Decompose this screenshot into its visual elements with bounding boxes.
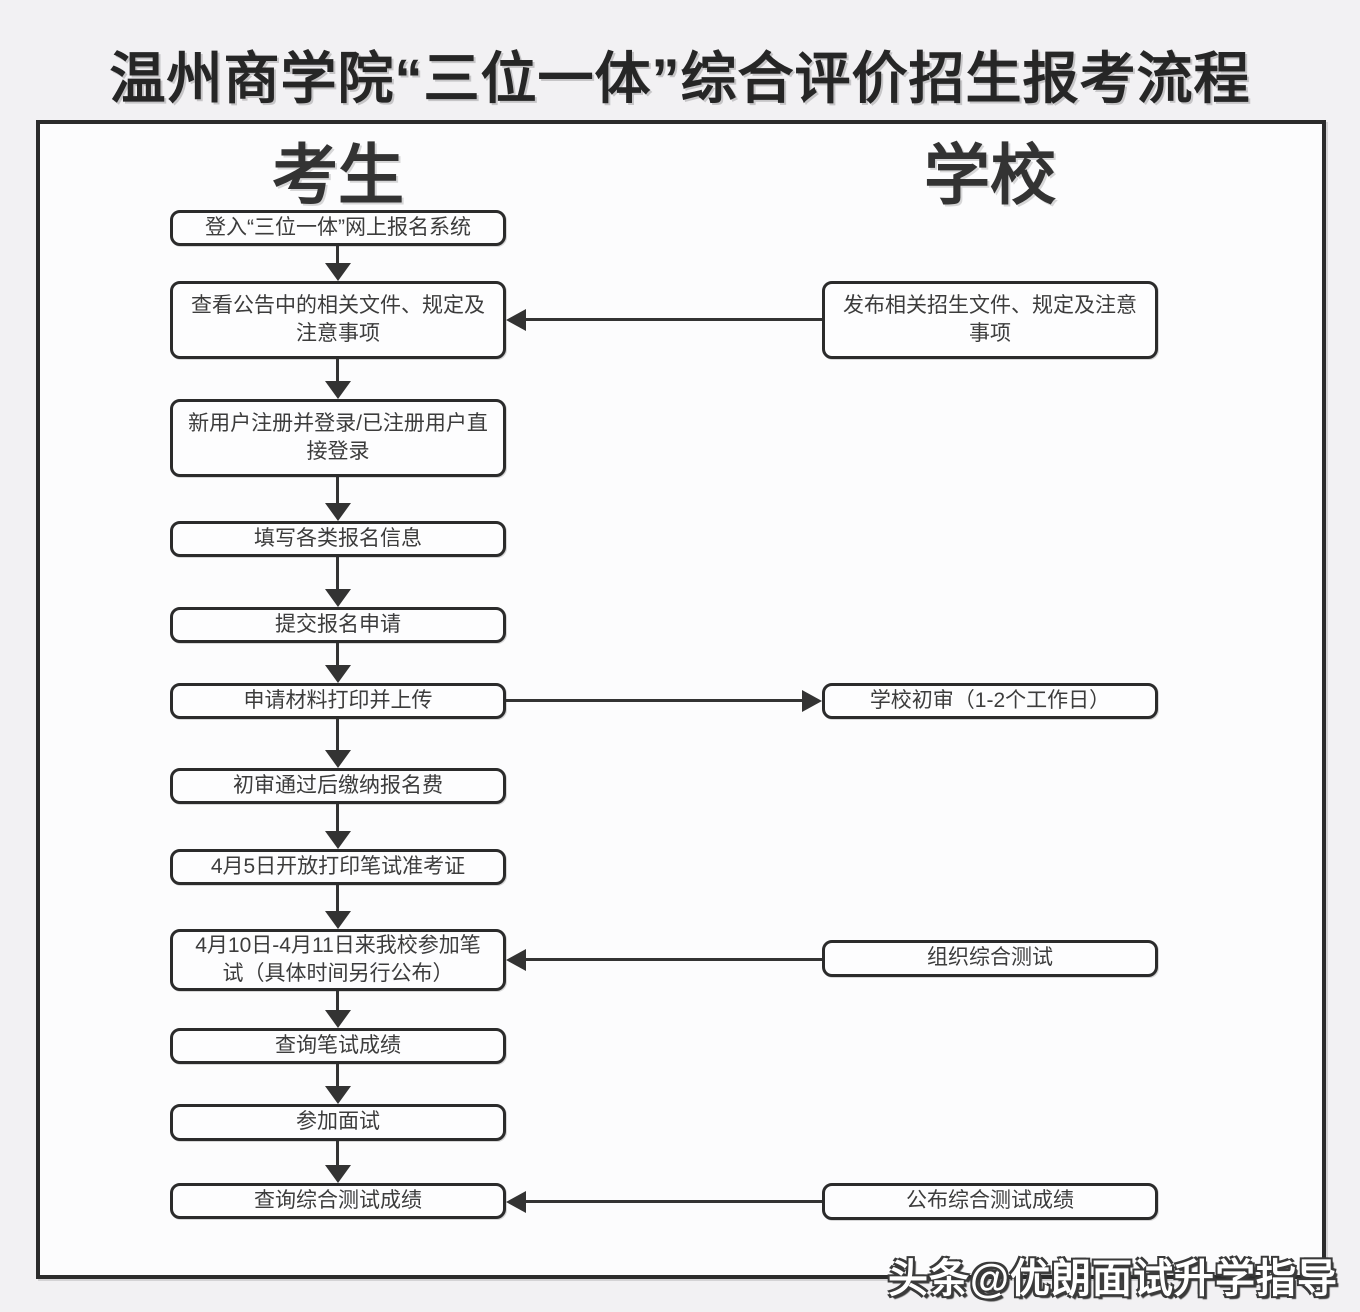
candidate-step-print-admission-ticket: 4月5日开放打印笔试准考证 [170, 849, 506, 885]
school-step-publish-documents: 发布相关招生文件、规定及注意事项 [822, 281, 1158, 359]
column-header-school: 学校 [924, 138, 1056, 212]
arrowhead-left-icon [506, 1190, 526, 1213]
arrowhead-down-icon [324, 750, 351, 768]
candidate-step-check-comprehensive-score: 查询综合测试成绩 [170, 1183, 506, 1219]
arrow-down-icon-5 [324, 643, 351, 683]
candidate-step-fill-info: 填写各类报名信息 [170, 521, 506, 557]
arrow-down-icon-11 [324, 1141, 351, 1183]
arrow-down-icon-3 [324, 477, 351, 521]
arrow-down-icon-2 [324, 359, 351, 399]
arrow-down-icon-4 [324, 557, 351, 607]
arrow-right-icon-upload-to-review [506, 689, 822, 712]
arrowhead-down-icon [324, 381, 351, 399]
arrowhead-left-icon [506, 948, 526, 971]
arrowhead-down-icon [324, 263, 351, 281]
arrowhead-left-icon [506, 308, 526, 331]
arrow-down-icon-10 [324, 1064, 351, 1104]
arrow-left-icon-test-to-attend [506, 948, 822, 971]
candidate-step-login-system: 登入“三位一体”网上报名系统 [170, 210, 506, 246]
arrow-left-icon-publish-to-view [506, 308, 822, 331]
candidate-step-written-test: 4月10日-4月11日来我校参加笔试（具体时间另行公布） [170, 929, 506, 991]
arrow-down-icon-9 [324, 991, 351, 1028]
arrowhead-down-icon [324, 589, 351, 607]
candidate-step-view-announcement: 查看公告中的相关文件、规定及注意事项 [170, 281, 506, 359]
arrowhead-right-icon [802, 689, 822, 712]
candidate-step-register-login: 新用户注册并登录/已注册用户直接登录 [170, 399, 506, 477]
candidate-step-interview: 参加面试 [170, 1104, 506, 1141]
arrowhead-down-icon [324, 1165, 351, 1183]
arrowhead-down-icon [324, 1010, 351, 1028]
candidate-step-submit-application: 提交报名申请 [170, 607, 506, 643]
candidate-step-print-upload-materials: 申请材料打印并上传 [170, 683, 506, 719]
arrowhead-down-icon [324, 1086, 351, 1104]
school-step-organize-test: 组织综合测试 [822, 940, 1158, 977]
arrow-down-icon-8 [324, 885, 351, 929]
candidate-step-pay-fee: 初审通过后缴纳报名费 [170, 768, 506, 804]
arrow-down-icon-1 [324, 246, 351, 281]
watermark: 头条@优朗面试升学指导 [887, 1257, 1338, 1301]
school-step-initial-review: 学校初审（1-2个工作日） [822, 683, 1158, 719]
arrow-down-icon-6 [324, 719, 351, 768]
arrowhead-down-icon [324, 665, 351, 683]
arrow-left-icon-announce-to-query [506, 1190, 822, 1213]
arrowhead-down-icon [324, 911, 351, 929]
column-header-candidate: 考生 [272, 138, 404, 212]
school-step-announce-results: 公布综合测试成绩 [822, 1183, 1158, 1220]
arrow-down-icon-7 [324, 804, 351, 849]
arrowhead-down-icon [324, 503, 351, 521]
arrowhead-down-icon [324, 831, 351, 849]
page-title: 温州商学院“三位一体”综合评价招生报考流程 [109, 47, 1251, 110]
candidate-step-check-written-score: 查询笔试成绩 [170, 1028, 506, 1064]
